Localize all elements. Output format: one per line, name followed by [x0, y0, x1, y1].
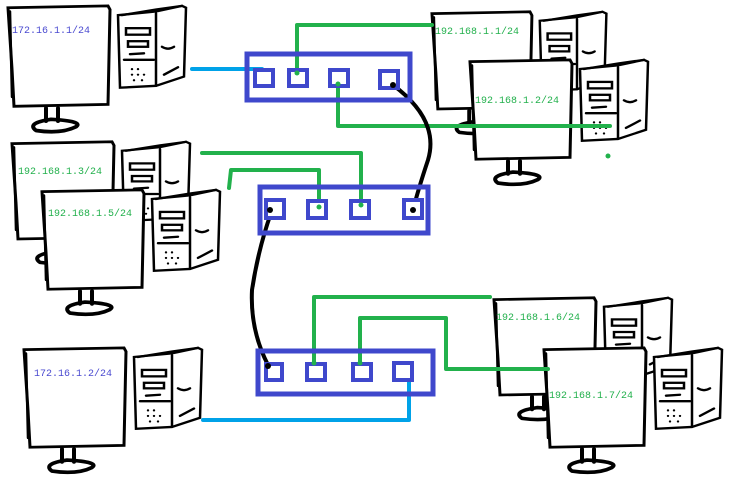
trunk-endpoint-dot	[410, 207, 416, 213]
link-endpoint-dot	[357, 360, 363, 366]
link-pc-b-switch-1	[295, 23, 434, 75]
trunk-endpoint-dot	[267, 207, 273, 213]
ip-label-pc-b: 192.168.1.1/24	[435, 26, 519, 38]
ip-label-pc-f: 172.16.1.2/24	[34, 368, 112, 380]
ip-label-pc-e: 192.168.1.5/24	[48, 208, 132, 220]
link-endpoint-dot	[335, 81, 341, 87]
link-pc-g-switch-3	[312, 295, 492, 365]
switch-3	[255, 348, 436, 397]
switch-2-port-2	[306, 199, 328, 220]
ip-label-pc-d: 192.168.1.3/24	[18, 166, 102, 178]
ip-label-pc-a: 172.16.1.1/24	[12, 25, 90, 37]
switch-3-port-3	[351, 362, 373, 382]
link-endpoint-dot	[311, 360, 317, 366]
switch-1-port-2	[287, 68, 309, 88]
link-endpoint-dot	[358, 202, 364, 208]
link-endpoint-dot	[316, 204, 322, 210]
link-endpoint-dot	[294, 70, 300, 76]
ip-label-pc-g: 192.168.1.6/24	[496, 312, 580, 324]
computer-pc-c	[468, 57, 650, 187]
ip-label-pc-h: 192.168.1.7/24	[549, 390, 633, 402]
computer-pc-h	[542, 345, 724, 475]
switch-2	[257, 184, 431, 236]
switch-1-port-1	[253, 68, 275, 88]
link-endpoint-dot	[605, 153, 611, 159]
link-pc-h-switch-3	[358, 316, 550, 371]
trunk-switch-2-switch-3	[249, 211, 273, 367]
trunk-endpoint-dot	[390, 82, 396, 88]
ip-label-pc-c: 192.168.1.2/24	[475, 95, 559, 107]
computer-pc-f	[22, 345, 204, 475]
switch-3-port-2	[305, 362, 327, 382]
trunk-switch-1-switch-2	[391, 83, 433, 212]
link-pc-f-switch-3	[201, 375, 411, 422]
switch-2-port-1	[264, 198, 286, 220]
computer-pc-a	[6, 3, 188, 134]
switch-2-port-3	[349, 199, 371, 220]
link-pc-d-switch-2	[200, 151, 363, 205]
trunk-endpoint-dot	[265, 363, 271, 369]
switch-1	[244, 51, 413, 103]
switch-3-port-4	[392, 361, 414, 382]
